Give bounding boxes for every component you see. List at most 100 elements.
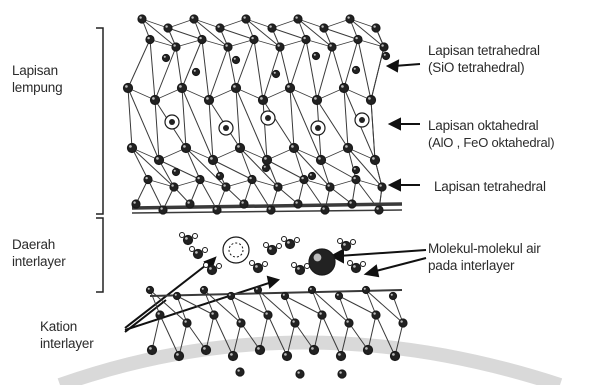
bond-line (182, 40, 202, 89)
oxygen-atom-highlight (210, 157, 213, 160)
center-cation-highlight (194, 70, 196, 72)
oxygen-atom (348, 200, 356, 208)
oxygen-atom-highlight (283, 294, 285, 296)
center-cation (383, 53, 390, 60)
water-hydrogen (282, 237, 287, 242)
oxygen-atom (310, 346, 319, 355)
oxygen-atom (159, 206, 167, 214)
oxygen-atom-highlight (249, 177, 251, 179)
oxygen-atom (151, 96, 160, 105)
bond-line (150, 40, 155, 101)
oxygen-atom-highlight (187, 201, 189, 203)
oxygen-atom-highlight (191, 16, 193, 18)
oxygen-atom-highlight (243, 16, 245, 18)
oxygen-atom-highlight (171, 184, 173, 186)
center-cation-highlight (234, 58, 236, 60)
oxygen-atom (375, 206, 383, 214)
oxygen-atom (302, 36, 310, 44)
oxygen-atom-highlight (214, 207, 216, 209)
water-oxygen (184, 236, 193, 245)
oxygen-atom (210, 311, 218, 319)
oxygen-atom (264, 311, 272, 319)
oxygen-atom-highlight (287, 85, 290, 88)
water-hydrogen (190, 247, 195, 252)
oxygen-atom (228, 293, 235, 300)
water-hydrogen (295, 238, 300, 243)
oxygen-atom (236, 144, 245, 153)
oxygen-atom (216, 24, 224, 32)
oxygen-atom (213, 206, 221, 214)
water-oxygen (208, 266, 217, 275)
bond-line (344, 40, 358, 89)
oxygen-atom-highlight (199, 37, 201, 39)
water-hydrogen (348, 261, 353, 266)
oxygen-atom (294, 200, 302, 208)
oxygen-atom (209, 156, 218, 165)
oxygen-atom-highlight (264, 157, 267, 160)
oxygen-atom-highlight (260, 97, 263, 100)
lattice-group (124, 15, 408, 378)
interlayer-cation-large (223, 237, 249, 263)
oxygen-atom (363, 287, 370, 294)
oxygen-atom (300, 176, 308, 184)
octahedral-label-line1: Lapisan oktahedral (428, 117, 554, 134)
water-oxygen (342, 242, 351, 251)
center-cation-highlight (274, 72, 276, 74)
cations-label-line1: Kation (40, 318, 94, 335)
oxygen-atom (250, 36, 258, 44)
oxygen-atom-highlight (372, 157, 375, 160)
cations-label-line2: interlayer (40, 335, 94, 352)
center-cation-highlight (164, 56, 166, 58)
oxygen-atom-highlight (203, 347, 206, 350)
oxygen-atom (346, 15, 354, 23)
oxygen-atom (248, 176, 256, 184)
bond-line (220, 28, 254, 40)
oxygen-atom-highlight (202, 288, 204, 290)
bond-line (168, 28, 202, 40)
oxygen-atom-highlight (173, 44, 175, 46)
water-oxygen-highlight (297, 267, 300, 270)
oxygen-atom (170, 183, 178, 191)
bond-line (159, 160, 200, 180)
water-hydrogen (204, 263, 209, 268)
oxygen-atom (267, 206, 275, 214)
oxygen-atom-highlight (353, 177, 355, 179)
water-hydrogen (193, 234, 198, 239)
oxygen-atom-highlight (147, 37, 149, 39)
oxygen-atom-highlight (197, 177, 199, 179)
center-cation-highlight (314, 54, 316, 56)
oxygen-atom (144, 176, 152, 184)
oxygen-atom (236, 368, 244, 376)
clay-layer-label-line1: Lapisan (12, 62, 62, 79)
oxygen-atom-highlight (295, 16, 297, 18)
interlayer-region-label-line2: interlayer (12, 253, 66, 270)
oxygen-atom-highlight (379, 184, 381, 186)
oxygen-atom (282, 293, 289, 300)
oxygen-atom (124, 84, 133, 93)
interlayer-bracket (96, 218, 103, 292)
oxygen-atom-highlight (184, 320, 186, 322)
oxygen-atom (313, 96, 322, 105)
bond-line (209, 47, 228, 100)
bond-line (280, 47, 290, 88)
water-oxygen-highlight (343, 243, 346, 246)
center-cation-core (169, 119, 175, 125)
center-cation-core (315, 125, 321, 131)
oxygen-atom-highlight (241, 201, 243, 203)
oxygen-atom-highlight (327, 184, 329, 186)
oxygen-atom (263, 156, 272, 165)
oxygen-atom-highlight (337, 294, 339, 296)
oxygen-atom-highlight (165, 25, 167, 27)
oxygen-atom-highlight (211, 312, 213, 314)
oxygen-atom (320, 24, 328, 32)
bond-line (312, 290, 349, 323)
oxygen-atom (172, 43, 180, 51)
oxygen-atom (222, 183, 230, 191)
water-oxygen-highlight (195, 251, 198, 254)
oxygen-atom-highlight (139, 16, 141, 18)
oxygen-atom (255, 287, 262, 294)
bond-line (290, 40, 306, 89)
interlayer-cation-large-dark (309, 249, 335, 275)
water-oxygen (194, 250, 203, 259)
